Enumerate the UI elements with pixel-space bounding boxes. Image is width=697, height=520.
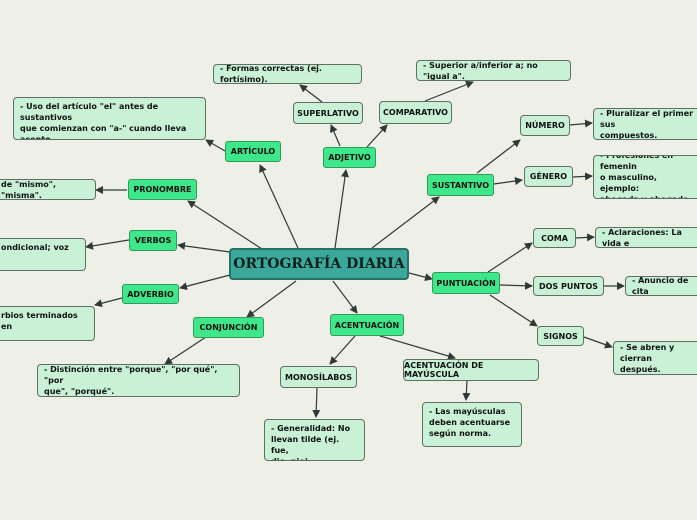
subtopic-numero[interactable]: NÚMERO <box>520 115 570 136</box>
subtopic-coma[interactable]: COMA <box>533 228 576 248</box>
subtopic-superlativo[interactable]: SUPERLATIVO <box>293 102 363 124</box>
edge-verbos-note <box>85 239 130 250</box>
topic-verbos[interactable]: VERBOS <box>129 230 177 251</box>
edge-numero-note <box>569 119 593 128</box>
note-verbos[interactable]: ondicional; voz <box>0 238 86 271</box>
note-genero[interactable]: - Profesiones en femenin o masculino, ej… <box>593 155 697 199</box>
edge-puntuacion <box>408 272 433 282</box>
note-coma[interactable]: - Aclaraciones: La vida e <box>595 227 697 248</box>
edge-conjuncion <box>246 280 297 318</box>
note-signos[interactable]: - Se abren y cierran después. <box>613 341 697 375</box>
edge-puntuacion-signos <box>489 294 538 327</box>
topic-acentuacion[interactable]: ACENTUACIÓN <box>330 314 404 336</box>
subtopic-comparativo[interactable]: COMPARATIVO <box>379 101 452 124</box>
edge-pronombre <box>187 200 263 250</box>
edge-adjetivo-superlativo <box>330 124 341 147</box>
edge-articulo-note <box>205 139 226 152</box>
topic-puntuacion[interactable]: PUNTUACIÓN <box>432 272 500 294</box>
edge-coma-note <box>575 233 595 242</box>
edge-sustantivo-genero <box>493 177 523 185</box>
edge-puntuacion-dospuntos <box>499 281 533 290</box>
edge-acentuacion-mayuscula <box>379 335 456 360</box>
subtopic-monosilabos[interactable]: MONOSÍLABOS <box>280 366 357 388</box>
edge-comparativo-note <box>424 80 474 102</box>
edge-monosilabos-note <box>312 387 321 418</box>
note-conjuncion[interactable]: - Distinción entre "porque", "por qué", … <box>37 364 240 397</box>
note-monosilabos[interactable]: - Generalidad: No llevan tilde (ej. fue,… <box>264 419 365 461</box>
topic-conjuncion[interactable]: CONJUNCIÓN <box>193 317 264 338</box>
topic-articulo[interactable]: ARTÍCULO <box>225 141 281 162</box>
subtopic-dos-puntos[interactable]: DOS PUNTOS <box>533 276 604 296</box>
topic-adjetivo[interactable]: ADJETIVO <box>323 147 376 168</box>
edge-sustantivo <box>371 196 440 249</box>
note-mayuscula[interactable]: - Las mayúsculas deben acentuarse según … <box>422 402 522 447</box>
topic-pronombre[interactable]: PRONOMBRE <box>128 179 197 200</box>
topic-adverbio[interactable]: ADVERBIO <box>122 284 179 304</box>
note-adverbio[interactable]: rbios terminados en <box>0 306 95 341</box>
edge-adverbio-note <box>94 297 123 308</box>
edge-adjetivo <box>334 169 349 249</box>
edge-sustantivo-numero <box>476 139 521 174</box>
topic-sustantivo[interactable]: SUSTANTIVO <box>427 174 494 196</box>
edge-articulo <box>259 164 299 249</box>
edge-acentuacion-monosilabos <box>329 335 356 365</box>
subtopic-signos[interactable]: SIGNOS <box>537 326 584 346</box>
central-topic[interactable]: ORTOGRAFÍA DIARIA <box>229 248 409 280</box>
edge-signos-note <box>583 336 613 349</box>
edge-puntuacion-coma <box>487 242 533 273</box>
edge-verbos <box>177 241 231 253</box>
edge-conjuncion-note <box>164 336 207 365</box>
edge-superlativo-note <box>299 84 323 103</box>
note-numero[interactable]: - Pluralizar el primer sus compuestos. <box>593 108 697 140</box>
edge-genero-note <box>572 172 593 181</box>
note-superlativo[interactable]: - Formas correctas (ej. fortísimo). <box>213 64 362 84</box>
edge-acentuacion <box>332 280 358 314</box>
note-comparativo[interactable]: - Superior a/inferior a; no "igual a". <box>416 60 571 81</box>
note-articulo[interactable]: - Uso del artículo "el" antes de sustant… <box>13 97 206 140</box>
note-dos-puntos[interactable]: - Anuncio de cita <box>625 276 697 296</box>
note-pronombre[interactable]: de "mismo", "misma". <box>0 179 96 200</box>
subtopic-acentuacion-mayuscula[interactable]: ACENTUACIÓN DE MAYÚSCULA <box>403 359 539 381</box>
edge-adjetivo-comparativo <box>366 124 388 148</box>
edge-adverbio <box>179 274 231 291</box>
edge-mayuscula-note <box>462 380 471 401</box>
subtopic-genero[interactable]: GÉNERO <box>524 166 573 187</box>
